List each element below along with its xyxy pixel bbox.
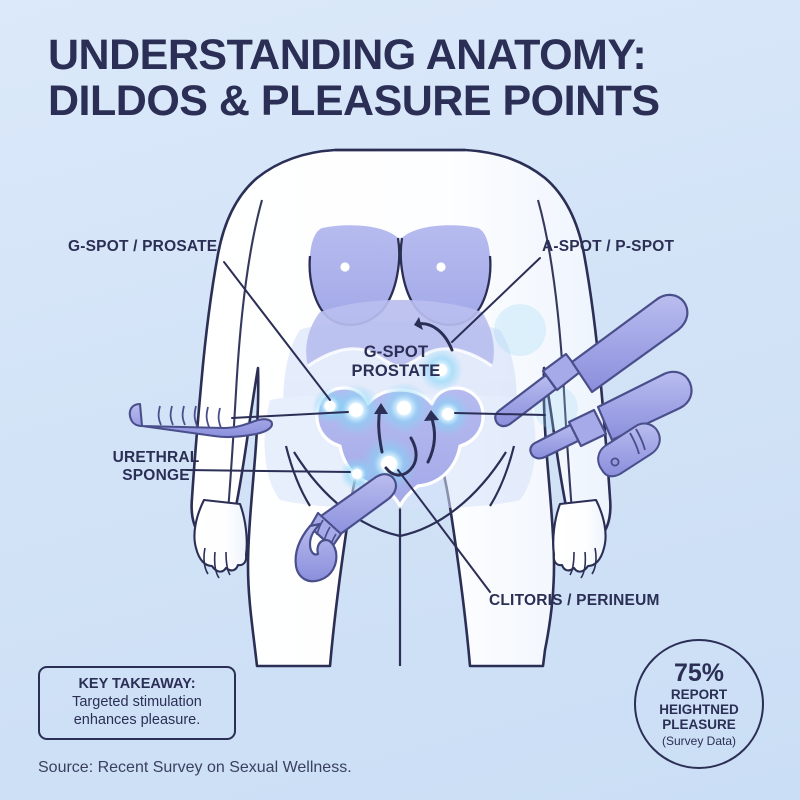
hip-lines — [284, 445, 516, 538]
stat-source-note: (Survey Data) — [661, 733, 737, 748]
hand-right — [552, 498, 607, 579]
key-takeaway-line-2: enhances pleasure. — [73, 711, 201, 728]
page-title: UNDERSTANDING ANATOMY: DILDOS & PLEASURE… — [48, 32, 768, 124]
hand-left — [193, 498, 248, 579]
stat-percentage: 75% — [673, 659, 725, 688]
source-note: Source: Recent Survey on Sexual Wellness… — [38, 759, 352, 776]
leader-clitoris — [397, 469, 491, 593]
toy-curved-front — [294, 473, 398, 583]
stat-line-3: PLEASURE — [662, 716, 736, 732]
callout-urethral-line-2: SPONGE — [122, 466, 190, 484]
stat-line-2: HEIGHTNED — [659, 701, 739, 717]
toy-wand-lower-right — [529, 370, 693, 460]
nipple-right — [436, 262, 446, 272]
callout-a-spot-p-spot: A-SPOT / P-SPOT — [542, 238, 675, 255]
arm-seam-left — [226, 199, 264, 513]
callout-center-g-spot-prostate: G-SPOT PROSTATE — [341, 343, 451, 381]
leader-a-spot — [451, 257, 541, 343]
leader-urethral — [231, 411, 349, 419]
leader-lines — [185, 257, 546, 593]
toy-ribbed-left — [128, 402, 274, 439]
callout-clitoris-perineum: CLITORIS / PERINEUM — [489, 592, 660, 609]
leader-g-spot — [223, 261, 331, 401]
callout-center-line-2: PROSTATE — [351, 362, 441, 381]
stat-line-1: REPORT — [670, 686, 728, 702]
callout-urethral-line-1: URETHRAL — [112, 449, 200, 466]
callout-urethral-sponge: URETHRAL SPONGE — [96, 449, 216, 484]
stat-badge: 75% REPORT HEIGHTNED PLEASURE (Survey Da… — [634, 639, 764, 769]
key-takeaway-box: KEY TAKEAWAY: Targeted stimulation enhan… — [38, 666, 236, 740]
stimulation-arrows — [374, 317, 454, 477]
callout-center-line-1: G-SPOT — [363, 343, 429, 361]
key-takeaway-line-1: Targeted stimulation — [72, 694, 202, 711]
title-line-1: UNDERSTANDING ANATOMY: — [48, 31, 647, 79]
key-takeaway-heading: KEY TAKEAWAY: — [78, 676, 196, 693]
title-line-2: DILDOS & PLEASURE POINTS — [48, 77, 660, 125]
leader-sponge — [185, 469, 351, 473]
nipple-left — [340, 262, 350, 272]
toy-bullet — [597, 422, 661, 478]
leader-p-spot — [454, 412, 546, 416]
callout-g-spot-prostate: G-SPOT / PROSATE — [68, 238, 218, 255]
